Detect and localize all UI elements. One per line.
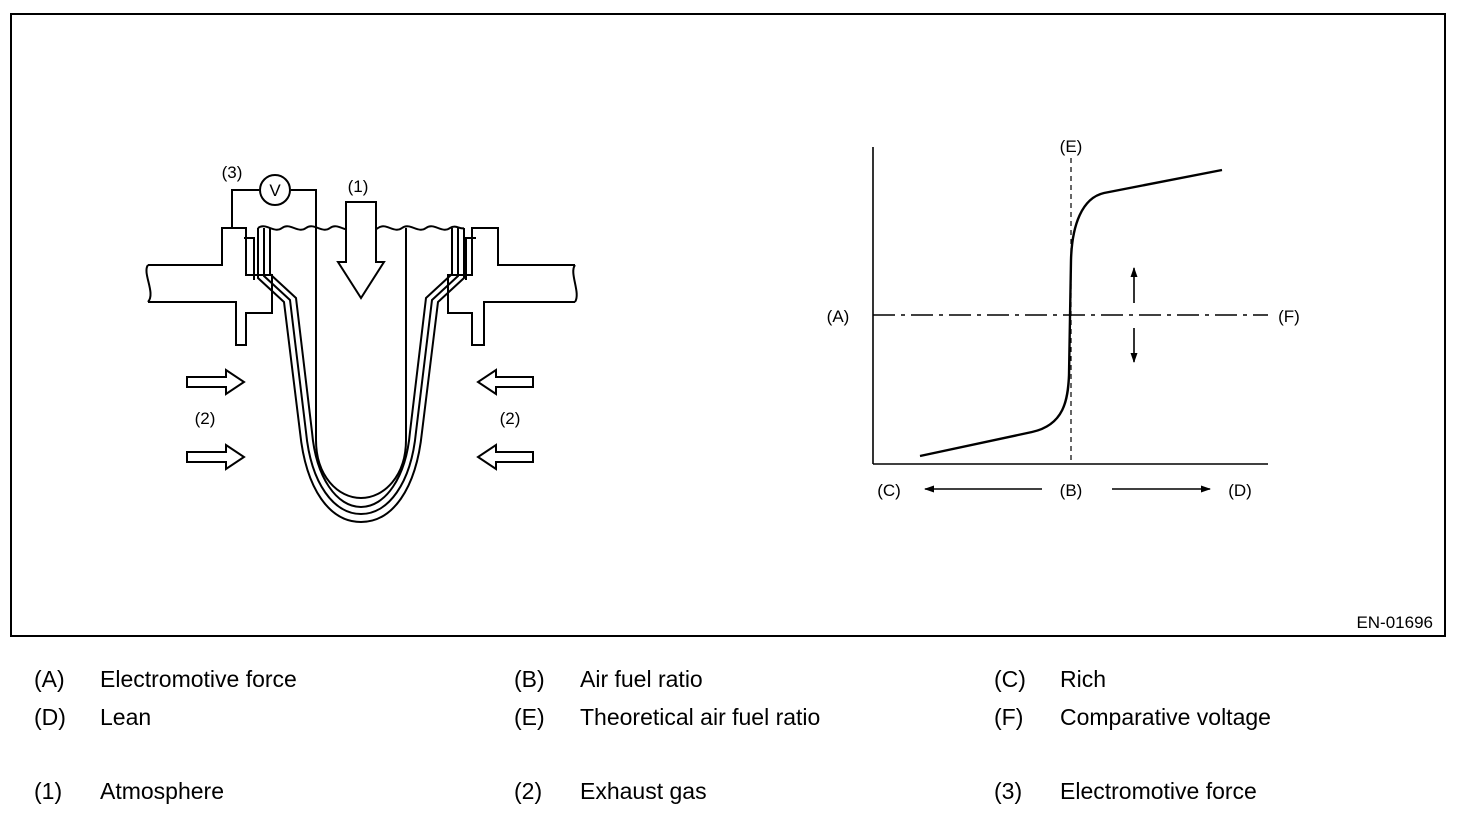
voltmeter-label: V: [269, 181, 281, 200]
legend-key: (1): [34, 778, 63, 804]
legend-key: (A): [34, 666, 65, 692]
exhaust-arrow-left-top: [186, 368, 246, 396]
legend-key: (C): [994, 666, 1026, 692]
exhaust-arrow-right-top: [476, 368, 534, 396]
pipe-break-left: [145, 264, 152, 303]
voltmeter-wire: [231, 189, 317, 228]
element-layer-1: [257, 228, 465, 524]
pipe-wall-left: [148, 227, 273, 346]
graph-label-c: (C): [877, 481, 901, 500]
element-layer-3: [269, 228, 453, 509]
pipe-break-right: [572, 264, 578, 303]
graph-label-d: (D): [1228, 481, 1252, 500]
emf-curve: [919, 168, 1223, 458]
element-inner: [315, 228, 407, 500]
exhaust-arrow-left-bottom: [186, 443, 246, 471]
legend-desc: Exhaust gas: [580, 778, 707, 804]
graph-label-b: (B): [1060, 481, 1083, 500]
atmosphere-arrow: [336, 201, 386, 300]
legend-desc: Electromotive force: [1060, 778, 1257, 804]
legend-desc: Lean: [100, 704, 152, 730]
voltmeter-circle: [259, 174, 291, 206]
legend-desc: Atmosphere: [100, 778, 225, 804]
pipe-wall-right: [447, 227, 575, 346]
label-emf-3: (3): [222, 163, 243, 182]
label-exhaust-2-left: (2): [195, 409, 216, 428]
graph-label-e: (E): [1060, 137, 1083, 156]
legend-key: (E): [514, 704, 545, 730]
legend-key: (2): [514, 778, 543, 804]
figure-frame: [10, 13, 1446, 637]
graph-label-f: (F): [1278, 307, 1300, 326]
label-exhaust-2-right: (2): [500, 409, 521, 428]
holder-right: [465, 237, 476, 280]
sensor-diagram: [145, 174, 578, 524]
legend-key: (3): [994, 778, 1023, 804]
exhaust-arrow-right-bottom: [476, 443, 534, 471]
legend-key: (F): [994, 704, 1024, 730]
legend-desc: Comparative voltage: [1060, 704, 1271, 730]
legend-desc: Electromotive force: [100, 666, 297, 692]
legend-key: (D): [34, 704, 66, 730]
element-layer-2: [263, 228, 459, 516]
legend-desc: Air fuel ratio: [580, 666, 703, 692]
legend-desc: Theoretical air fuel ratio: [580, 704, 821, 730]
legend-key: (B): [514, 666, 545, 692]
label-atmosphere-1: (1): [348, 177, 369, 196]
holder-left: [244, 237, 255, 280]
legend-desc: Rich: [1060, 666, 1107, 692]
figure-code: EN-01696: [1356, 613, 1433, 632]
graph-label-a: (A): [827, 307, 850, 326]
characteristic-graph: [872, 147, 1268, 493]
